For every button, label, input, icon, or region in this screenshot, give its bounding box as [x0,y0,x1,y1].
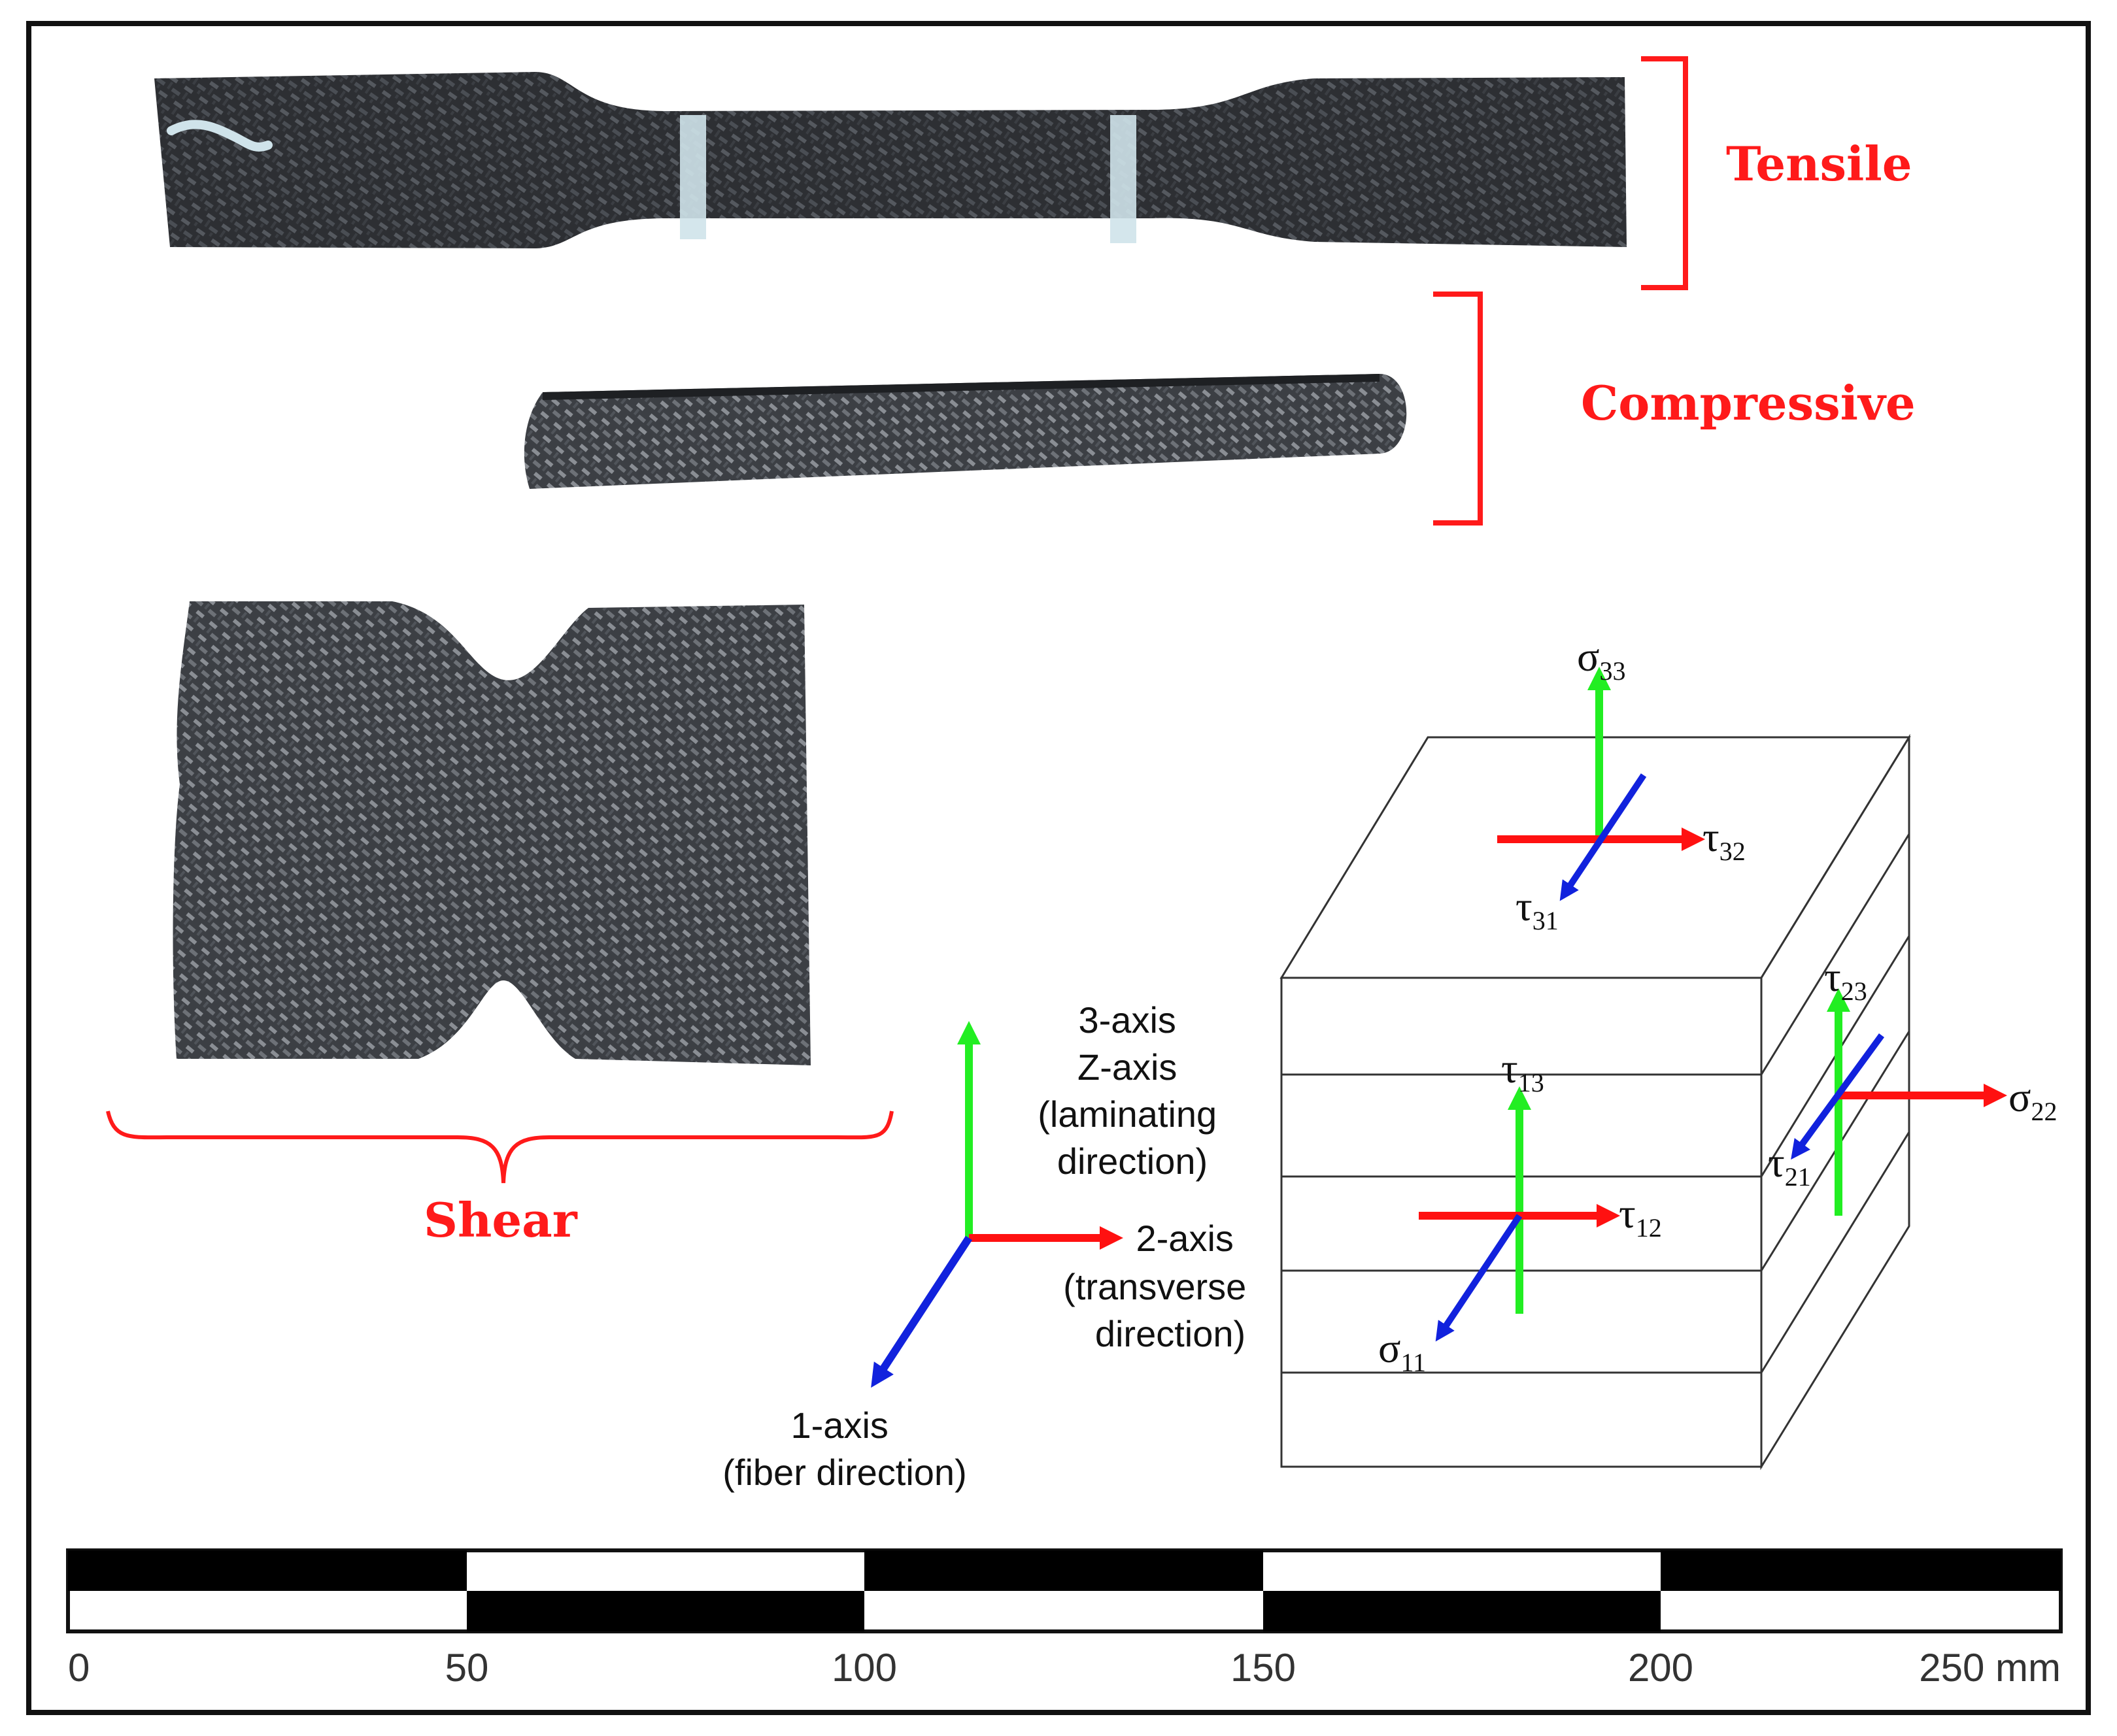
tau21-label: τ21 [1768,1139,1811,1192]
subscript: 12 [1636,1213,1662,1243]
side-face-stresses [1791,988,2007,1216]
subscript: 13 [1518,1068,1544,1097]
scale-tick-label: 200 [1628,1646,1693,1690]
axis-1-line: (fiber direction) [722,1452,966,1493]
axis-1-arrow [871,1235,973,1388]
scale-segment [68,1550,467,1591]
scale-tick-label: 150 [1230,1646,1296,1690]
axis-3-line: direction) [1057,1141,1208,1182]
scale-tick-label: 250 mm [1919,1646,2061,1690]
top-face-stresses [1497,667,1705,901]
shear-specimen [173,601,811,1065]
subscript: 31 [1533,906,1559,935]
scale-tick-label: 100 [832,1646,897,1690]
scale-segment [467,1591,864,1631]
subscript: 22 [2031,1097,2058,1126]
subscript: 11 [1401,1348,1427,1377]
axis-3-line: (laminating [1038,1093,1217,1135]
axis-1-line: 1-axis [791,1405,889,1446]
subscript: 23 [1841,976,1867,1006]
shear-brace [106,1110,894,1184]
shear-label: Shear [424,1192,578,1248]
compressive-bracket [1433,292,1483,526]
subscript: 21 [1785,1162,1811,1192]
axis-3-label: 3-axis Z-axis (laminating direction) [1038,999,1227,1182]
axis-1-label: 1-axis (fiber direction) [722,1405,966,1493]
compressive-specimen [524,374,1407,489]
symbol: τ [1768,1139,1785,1186]
axis-2-line: (transverse [1063,1266,1246,1307]
symbol: σ [1378,1325,1401,1371]
symbol: σ [1577,633,1600,680]
gauge-marker [1110,115,1136,243]
scale-bar [66,1548,2063,1633]
sigma22-label: σ22 [2008,1074,2058,1126]
subscript: 32 [1719,837,1746,866]
tau32-label: τ32 [1702,814,1746,866]
specimen-mark [167,120,273,152]
gauge-marker [680,115,706,239]
subscript: 33 [1600,656,1626,686]
symbol: σ [2008,1074,2031,1120]
scale-tick-label: 0 [68,1646,90,1690]
scale-tick-label: 50 [445,1646,489,1690]
scale-segment [1661,1550,2061,1591]
scale-segment [1263,1591,1661,1631]
symbol: τ [1516,883,1533,929]
scale-segment [864,1550,1263,1591]
symbol: τ [1702,814,1719,860]
axis-2-label: 2-axis (transverse direction) [1063,1218,1257,1354]
symbol: τ [1501,1045,1518,1092]
front-face-stresses [1419,1086,1620,1342]
tau12-label: τ12 [1619,1190,1662,1243]
sigma33-label: σ33 [1577,633,1626,686]
axis-2-line: 2-axis [1136,1218,1234,1259]
axis-3-line: 3-axis [1079,999,1176,1041]
coordinate-axes [871,1021,1123,1388]
symbol: τ [1824,954,1841,1000]
tau21-arrow [1791,1033,1885,1160]
tau31-arrow [1559,773,1647,901]
sigma11-arrow [1435,1214,1523,1342]
tensile-label: Tensile [1726,136,1912,192]
tensile-bracket [1641,56,1688,290]
tau23-label: τ23 [1824,954,1867,1006]
ply-line [1760,1131,1910,1373]
tensile-specimen [154,72,1627,248]
tau31-label: τ31 [1516,883,1559,935]
ply-line [1760,833,1910,1075]
axis-2-line: direction) [1095,1313,1245,1354]
compressive-label: Compressive [1581,375,1916,431]
axis-3-line: Z-axis [1077,1046,1177,1088]
symbol: τ [1619,1190,1636,1237]
tau13-label: τ13 [1501,1045,1544,1097]
sigma11-label: σ11 [1378,1325,1426,1377]
